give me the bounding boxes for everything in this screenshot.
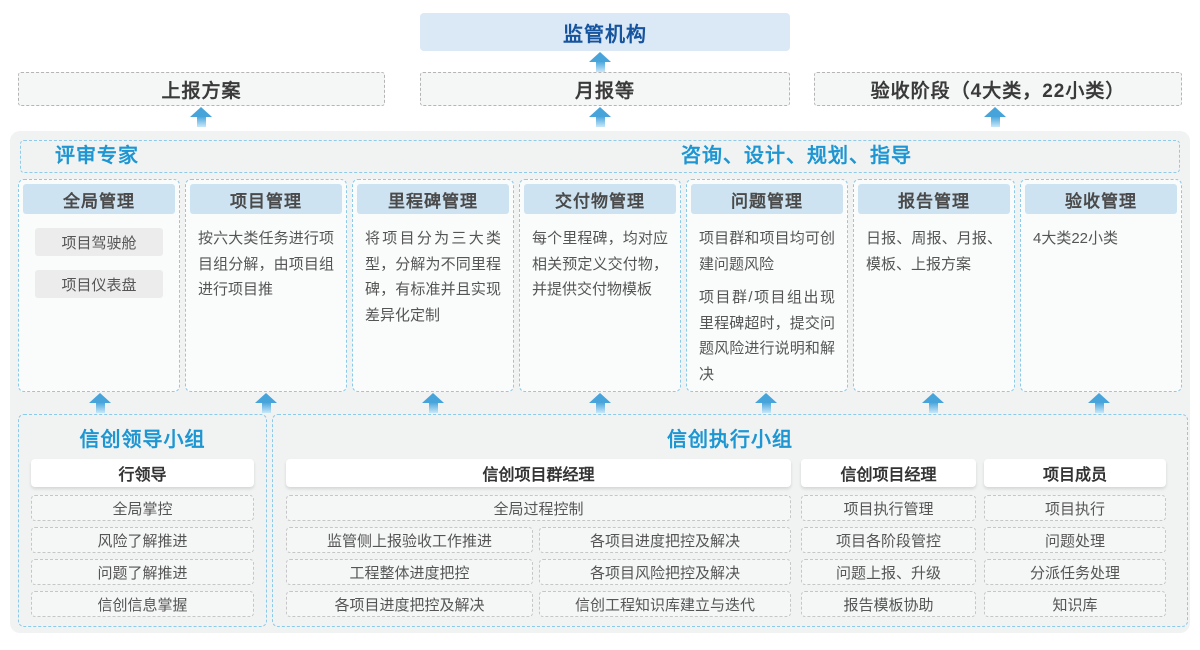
arrow-stem [595, 62, 605, 72]
role-bank-leader: 行领导 [31, 459, 254, 487]
column-title: 验收管理 [1025, 184, 1177, 214]
column-description: 项目群/项目组出现里程碑超时，提交问题风险进行说明和解决 [699, 289, 835, 383]
column-title: 项目管理 [190, 184, 342, 214]
list-item: 项目执行 [984, 495, 1166, 521]
list-item: 问题上报、升级 [801, 559, 976, 585]
role-program-manager: 信创项目群经理 [286, 459, 791, 487]
list-item: 各项目进度把控及解决 [286, 591, 533, 617]
list-item: 各项目进度把控及解决 [539, 527, 791, 553]
list-item: 报告模板协助 [801, 591, 976, 617]
list-item: 风险了解推进 [31, 527, 254, 553]
arrow-up-icon [255, 393, 277, 413]
arrow-up-icon [984, 107, 1006, 127]
role-project-member: 项目成员 [984, 459, 1166, 487]
list-item: 分派任务处理 [984, 559, 1166, 585]
column-description: 项目群和项目均可创建问题风险 [699, 230, 835, 273]
list-item: 各项目风险把控及解决 [539, 559, 791, 585]
platform-container: 评审专家 咨询、设计、规划、指导 全局管理 项目驾驶舱 项目仪表盘 项目管理 按… [10, 131, 1190, 633]
output-label: 上报方案 [161, 80, 242, 102]
consulting-label: 咨询、设计、规划、指导 [681, 145, 913, 167]
column-title: 里程碑管理 [357, 184, 509, 214]
arrow-up-icon [922, 393, 944, 413]
list-item: 知识库 [984, 591, 1166, 617]
list-item: 问题了解推进 [31, 559, 254, 585]
review-experts-label: 评审专家 [55, 145, 139, 167]
arrow-up-icon [1088, 393, 1110, 413]
column-report-management: 报告管理 日报、周报、月报、模板、上报方案 [853, 179, 1015, 392]
leadership-group: 信创领导小组 行领导 全局掌控 风险了解推进 问题了解推进 信创信息掌握 [18, 414, 267, 627]
arrow-up-icon [755, 393, 777, 413]
regulator-box: 监管机构 [420, 13, 790, 51]
column-description: 4大类22小类 [1033, 230, 1119, 247]
chip-project-dashboard: 项目仪表盘 [35, 270, 163, 298]
list-item: 项目各阶段管控 [801, 527, 976, 553]
list-item: 信创工程知识库建立与迭代 [539, 591, 791, 617]
column-global-management: 全局管理 项目驾驶舱 项目仪表盘 [18, 179, 180, 392]
list-item: 监管侧上报验收工作推进 [286, 527, 533, 553]
column-description: 日报、周报、月报、模板、上报方案 [866, 230, 1002, 273]
list-item: 工程整体进度把控 [286, 559, 533, 585]
column-description: 按六大类任务进行项目组分解，由项目组进行项目推 [198, 230, 334, 298]
column-description: 每个里程碑，均对应相关预定义交付物，并提供交付物模板 [532, 230, 668, 298]
output-label: 月报等 [574, 80, 635, 102]
arrow-up-icon [190, 107, 212, 127]
arrow-head [589, 52, 611, 62]
column-title: 报告管理 [858, 184, 1010, 214]
column-deliverable-management: 交付物管理 每个里程碑，均对应相关预定义交付物，并提供交付物模板 [519, 179, 681, 392]
regulator-label: 监管机构 [563, 23, 647, 46]
management-columns: 全局管理 项目驾驶舱 项目仪表盘 项目管理 按六大类任务进行项目组分解，由项目组… [18, 179, 1182, 392]
column-description: 将项目分为三大类型，分解为不同里程碑，有标准并且实现差异化定制 [365, 230, 501, 324]
list-item: 项目执行管理 [801, 495, 976, 521]
arrow-up-icon [589, 107, 611, 127]
column-issue-management: 问题管理 项目群和项目均可创建问题风险 项目群/项目组出现里程碑超时，提交问题风… [686, 179, 848, 392]
output-label: 验收阶段（4大类，22小类） [870, 80, 1126, 102]
column-title: 问题管理 [691, 184, 843, 214]
column-acceptance-management: 验收管理 4大类22小类 [1020, 179, 1182, 392]
arrow-up-icon [89, 393, 111, 413]
column-title: 全局管理 [23, 184, 175, 214]
role-project-manager: 信创项目经理 [801, 459, 976, 487]
column-milestone-management: 里程碑管理 将项目分为三大类型，分解为不同里程碑，有标准并且实现差异化定制 [352, 179, 514, 392]
arrow-up-icon [589, 52, 611, 72]
list-item: 全局过程控制 [286, 495, 791, 521]
arrow-up-icon [422, 393, 444, 413]
list-item: 全局掌控 [31, 495, 254, 521]
group-title: 信创领导小组 [79, 429, 206, 451]
output-report-plan: 上报方案 [18, 72, 385, 106]
column-project-management: 项目管理 按六大类任务进行项目组分解，由项目组进行项目推 [185, 179, 347, 392]
output-monthly-report: 月报等 [420, 72, 790, 106]
list-item: 信创信息掌握 [31, 591, 254, 617]
column-title: 交付物管理 [524, 184, 676, 214]
output-acceptance-stage: 验收阶段（4大类，22小类） [814, 72, 1182, 106]
advisors-strip: 评审专家 咨询、设计、规划、指导 [20, 140, 1180, 173]
arrow-up-icon [589, 393, 611, 413]
execution-group: 信创执行小组 信创项目群经理 全局过程控制 监管侧上报验收工作推进 工程整体进度… [272, 414, 1188, 627]
list-item: 问题处理 [984, 527, 1166, 553]
chip-project-cockpit: 项目驾驶舱 [35, 228, 163, 256]
group-title: 信创执行小组 [667, 429, 793, 451]
